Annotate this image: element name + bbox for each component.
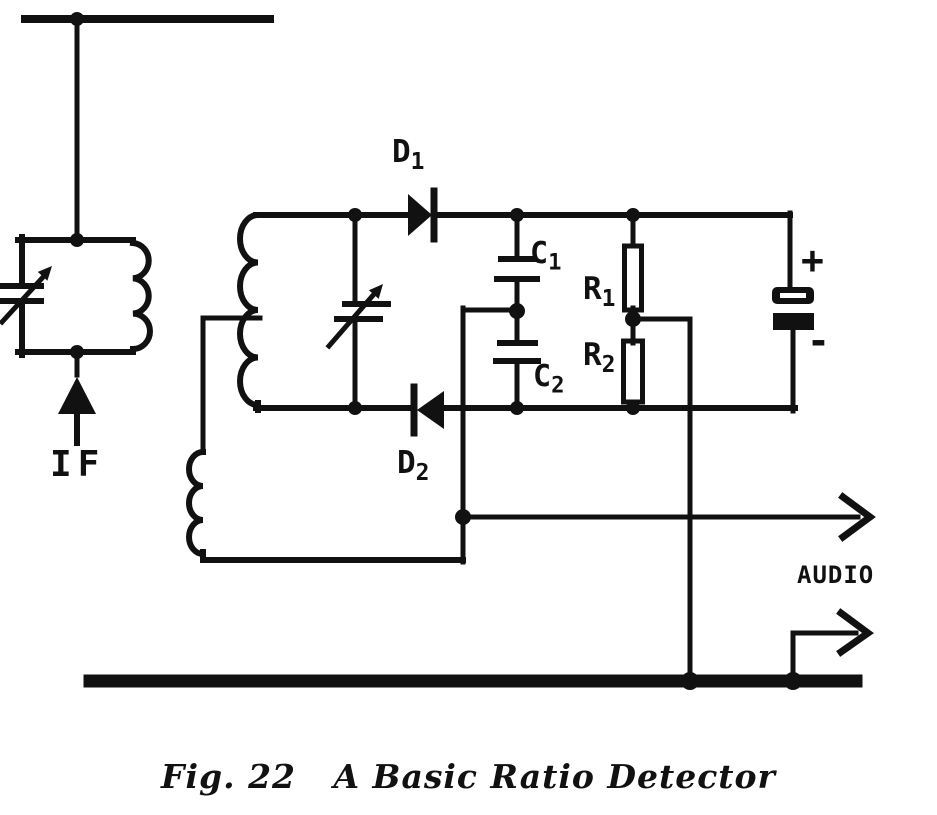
resistor-r2-body [621, 338, 645, 405]
stabilizing-capacitor [772, 210, 814, 414]
diode-d1 [408, 187, 438, 243]
diode-d2 [410, 383, 444, 437]
tertiary-coil [186, 448, 207, 558]
figure-caption: Fig. 22 A Basic Ratio Detector [161, 757, 776, 796]
audio-output [83, 492, 876, 690]
arrowhead-icon [37, 266, 52, 281]
secondary-coil [237, 211, 262, 409]
diode-d2-triangle [417, 391, 444, 429]
junction-dot [681, 672, 699, 690]
label-r2: R2 [583, 337, 616, 378]
label-if-input: IF [50, 444, 106, 485]
if-arrowhead-icon [58, 377, 96, 414]
junction-dot [626, 401, 640, 415]
resistor-branch [621, 212, 693, 683]
secondary-tank [200, 208, 411, 455]
tertiary-winding [186, 305, 471, 565]
label-d1: D1 [392, 134, 425, 175]
label-audio-output: AUDIO [797, 561, 875, 589]
resistor-r1-body [622, 243, 644, 313]
variable-capacitor-arrow [0, 272, 48, 326]
label-c1: C1 [530, 236, 562, 276]
label-d2: D2 [397, 445, 430, 486]
junction-dot [510, 401, 524, 415]
primary-coil [129, 239, 153, 353]
label-r1: R1 [583, 271, 616, 312]
if-input-tank [0, 12, 274, 446]
label-c2: C2 [533, 359, 565, 399]
cap-plate-slit [780, 293, 806, 298]
cap-negative-plate [773, 313, 814, 330]
audio-arrowhead-icon [836, 608, 874, 657]
diode-d1-triangle [408, 194, 432, 236]
capacitor-branch [460, 212, 541, 415]
label-polarity-plus: + [801, 238, 824, 282]
variable-capacitor-arrow [325, 289, 379, 350]
label-polarity-minus: - [807, 319, 830, 363]
arrowhead-icon [368, 284, 383, 299]
junction-dot [70, 12, 84, 26]
junction-dot [348, 208, 362, 222]
audio-arrowhead-icon [838, 492, 876, 542]
